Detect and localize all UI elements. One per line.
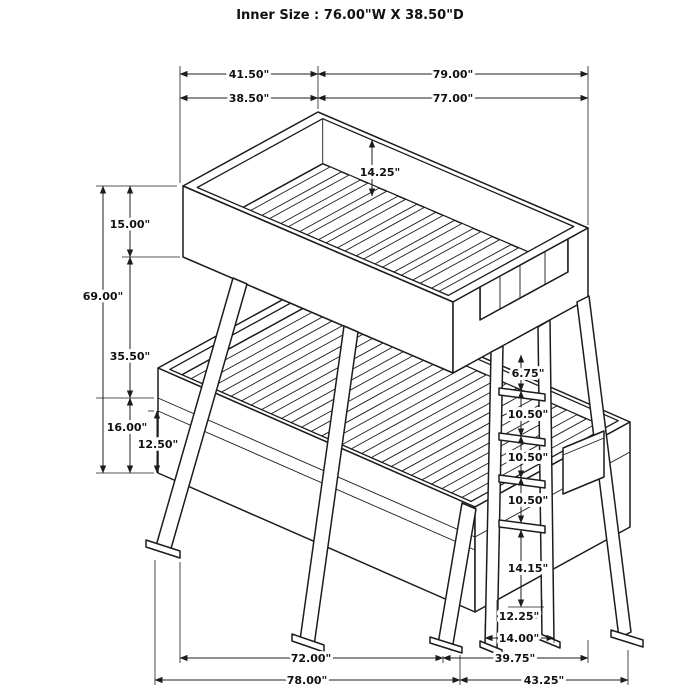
dim-top-depth-inner: 38.50" (229, 92, 270, 105)
dim-base-depth-inner: 39.75" (495, 652, 536, 665)
ladder-rung (498, 519, 546, 534)
dim-rung-spacing-3: 10.50" (508, 494, 549, 507)
right-foot (610, 629, 644, 648)
left-foot (145, 539, 181, 559)
dimensions-ladder: 6.75" 10.50" 10.50" 10.50" 14.15" 12.25"… (484, 354, 555, 648)
dim-rung-spacing-2: 10.50" (508, 451, 549, 464)
front-left-foot (291, 633, 325, 653)
dimension-rail-depth: 14.25" (357, 139, 403, 197)
dim-lower-frame-inner: 12.50" (138, 438, 179, 451)
dim-upper-rail-height: 15.00" (110, 218, 151, 231)
dim-base-width-inner: 72.00" (291, 652, 332, 665)
dim-rung-spacing-1: 10.50" (508, 408, 549, 421)
dim-base-depth: 43.25" (524, 674, 565, 687)
dim-ladder-bottom-gap: 14.15" (508, 562, 549, 575)
upper-bunk (182, 111, 589, 374)
dim-lower-frame-height: 16.00" (107, 421, 148, 434)
dimensions-top: 41.50" 79.00" 38.50" 77.00" (179, 65, 589, 225)
dim-ladder-top-gap: 6.75" (512, 367, 545, 380)
drawing-title: Inner Size : 76.00"W X 38.50"D (236, 8, 464, 23)
front-foot (429, 636, 463, 654)
dim-ladder-inner-width: 12.25" (499, 610, 540, 623)
dim-top-width-inner: 77.00" (433, 92, 474, 105)
dimensions-bottom: 72.00" 39.75" 78.00" 43.25" (154, 560, 629, 690)
dim-ladder-outer-width: 14.00" (499, 632, 540, 645)
side-bracket (562, 430, 605, 495)
dim-top-width: 79.00" (433, 68, 474, 81)
dim-rail-inner-depth: 14.25" (360, 166, 401, 179)
ladder (479, 319, 561, 657)
dim-overall-height: 69.00" (83, 290, 124, 303)
dim-base-width: 78.00" (287, 674, 328, 687)
dim-top-depth: 41.50" (229, 68, 270, 81)
dim-bunk-gap: 35.50" (110, 350, 151, 363)
dimensions-left: 69.00" 15.00" 35.50" 16.00" 12.50" (80, 185, 181, 474)
